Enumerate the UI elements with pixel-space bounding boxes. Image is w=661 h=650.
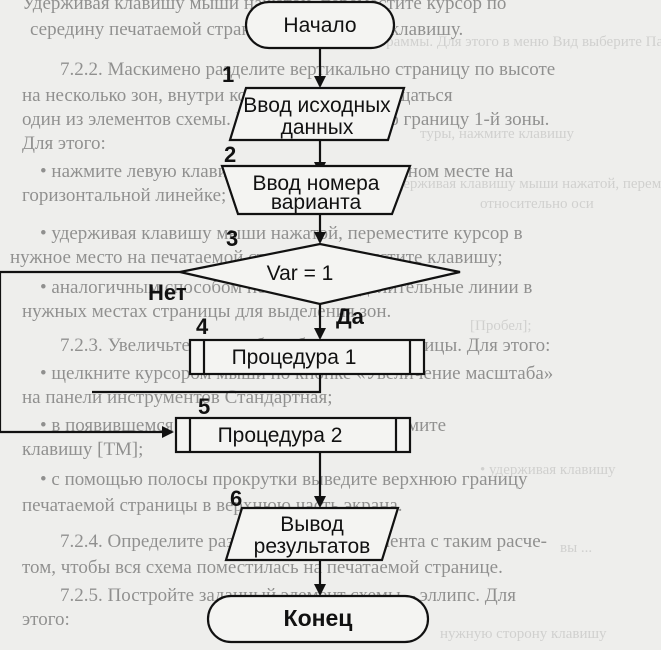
bg-line: том, чтобы вся схема поместилась на печа… (22, 557, 503, 578)
node-variant-label-line2: варианта (271, 191, 362, 214)
node-start-label: Начало (283, 14, 356, 37)
node-decision: Var = 1 (179, 242, 461, 306)
bg-line: Для этого: (22, 133, 106, 154)
bg-line: клавишу [ТМ]; (22, 439, 144, 460)
bg-line: нужных местах страницы для выделения зон… (22, 301, 392, 322)
terminator-shape (244, 0, 396, 50)
edge-label-no: Нет (148, 280, 187, 305)
connectors (0, 46, 326, 596)
ghost-line: нужную сторону клавишу (440, 626, 607, 642)
node-input-label-line2: данных (281, 116, 354, 139)
manual-input-shape (220, 164, 412, 216)
ghost-line: относительно оси (480, 196, 594, 212)
ghost-line: • удерживая клавишу мыши нажатой, переме… (380, 176, 661, 192)
bg-line: • с помощью полосы прокрутки выведите ве… (40, 469, 528, 490)
node-proc1: Процедура 1 (188, 338, 426, 376)
step-number: 5 (198, 394, 210, 419)
node-proc2: Процедура 2 (174, 416, 412, 454)
step-number: 6 (230, 486, 242, 511)
node-output: Вывод результатов (224, 506, 400, 562)
node-proc1-label: Процедура 1 (232, 346, 357, 369)
node-variant-label-line1: Ввод номера (253, 172, 380, 195)
bg-line: 7.2.2. Маскимено разделите вертикально с… (60, 59, 556, 80)
node-input-label-line1: Ввод исходных (243, 94, 391, 117)
edge-label-yes: Да (336, 304, 365, 329)
bg-line: • удерживая клавишу мыши нажатой, переме… (40, 223, 523, 244)
step-numbers: 1 2 3 4 5 6 (196, 62, 242, 511)
node-output-label-line2: результатов (254, 535, 371, 558)
step-number: 3 (226, 226, 238, 251)
node-decision-label: Var = 1 (267, 262, 334, 285)
step-number: 1 (222, 62, 234, 87)
node-start: Начало (244, 0, 396, 50)
parallelogram-shape (228, 86, 406, 142)
terminator-shape (206, 594, 430, 644)
ghost-line: туры, нажмите клавишу (420, 126, 575, 142)
node-proc2-label: Процедура 2 (218, 424, 343, 447)
node-output-label-line1: Вывод (280, 513, 344, 536)
node-input: Ввод исходных данных (228, 86, 406, 142)
ghost-line: • удерживая клавишу (480, 462, 616, 478)
bg-line: горизонтальной линейке; (22, 185, 227, 206)
subroutine-shape (188, 338, 426, 376)
ghost-line: вы ... (560, 540, 593, 556)
node-end: Конец (206, 594, 430, 644)
node-end-label: Конец (284, 605, 353, 631)
parallelogram-shape (224, 506, 400, 562)
decision-shape (179, 242, 461, 306)
ghost-line: [Пробел]; (470, 318, 532, 334)
bg-line: этого: (22, 609, 70, 630)
subroutine-shape (174, 416, 412, 454)
ghost-line: граммы. Для этого в меню Вид выберите Па… (380, 34, 661, 50)
edge-decision-proc2 (0, 270, 180, 438)
step-number: 4 (196, 314, 209, 339)
node-variant: Ввод номера варианта (220, 164, 412, 216)
step-number: 2 (224, 142, 236, 167)
edge-proc1-junction (92, 372, 322, 394)
